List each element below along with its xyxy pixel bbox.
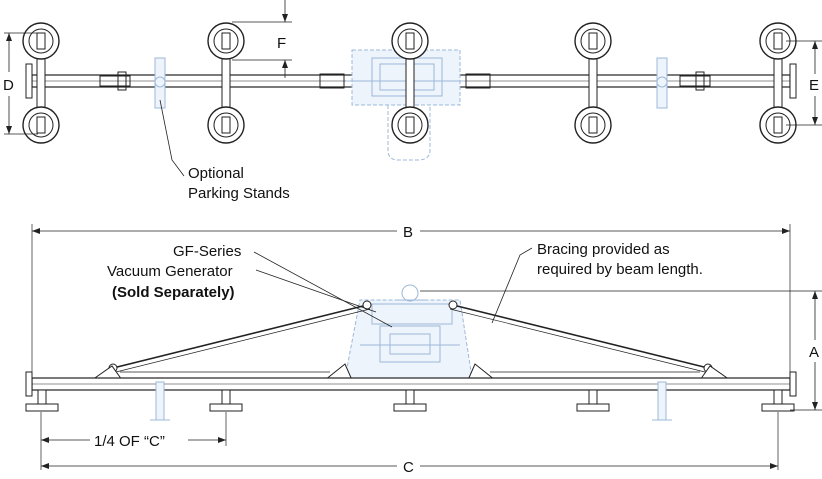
- top-vacuum-pads: [22, 22, 797, 144]
- dimension-b-label: B: [403, 224, 413, 241]
- side-parking-stands: [150, 381, 672, 421]
- dimension-c: C: [41, 412, 779, 476]
- vacuum-pad: [209, 389, 243, 412]
- callout-parking-stands: Optional Parking Stands: [159, 99, 290, 202]
- top-beam-fittings: [99, 71, 711, 91]
- bracing-label-line2: required by beam length.: [537, 261, 703, 278]
- dimension-e-label: E: [809, 77, 819, 94]
- side-generator-outline: [344, 284, 473, 379]
- vacuum-pad: [393, 389, 427, 412]
- dimension-quarter-c: 1/4 OF “C”: [40, 412, 227, 470]
- callout-bracing: Bracing provided as required by beam len…: [491, 241, 703, 324]
- vacuum-pad: [759, 22, 797, 60]
- generator-label-line3: (Sold Separately): [112, 284, 235, 301]
- vacuum-pad: [207, 106, 245, 144]
- dimension-d-label: D: [3, 77, 14, 94]
- vacuum-pad: [25, 389, 59, 412]
- dimension-f: F: [232, 0, 292, 78]
- dimension-f-label: F: [277, 35, 286, 52]
- top-parking-stands: [154, 57, 668, 109]
- dimension-e: E: [786, 40, 822, 126]
- vacuum-pad: [22, 106, 60, 144]
- dimension-b: B: [31, 224, 791, 375]
- top-view: D E F Optional Parking Stands: [3, 0, 822, 202]
- parking-stands-label-line2: Parking Stands: [188, 185, 290, 202]
- bracing-label-line1: Bracing provided as: [537, 241, 670, 258]
- side-view: B: [25, 224, 822, 476]
- vacuum-pad: [574, 106, 612, 144]
- dimension-d: D: [3, 32, 38, 135]
- vacuum-pad: [761, 389, 795, 412]
- vacuum-pad: [576, 389, 610, 412]
- generator-label-line1: GF-Series: [173, 243, 241, 260]
- side-vacuum-pads: [25, 389, 795, 412]
- tension-rods: [90, 363, 732, 381]
- vacuum-pad: [391, 106, 429, 144]
- parking-stands-label-line1: Optional: [188, 165, 244, 182]
- dimension-c-label: C: [403, 459, 414, 476]
- vacuum-pad: [391, 22, 429, 60]
- vacuum-pad: [207, 22, 245, 60]
- dimension-quarter-c-label: 1/4 OF “C”: [94, 433, 165, 450]
- vacuum-pad: [574, 22, 612, 60]
- dimension-a-label: A: [809, 344, 819, 361]
- callout-generator: GF-Series Vacuum Generator (Sold Separat…: [107, 243, 393, 328]
- vacuum-pad: [22, 22, 60, 60]
- dimension-a: A: [420, 290, 822, 411]
- generator-label-line2: Vacuum Generator: [107, 263, 233, 280]
